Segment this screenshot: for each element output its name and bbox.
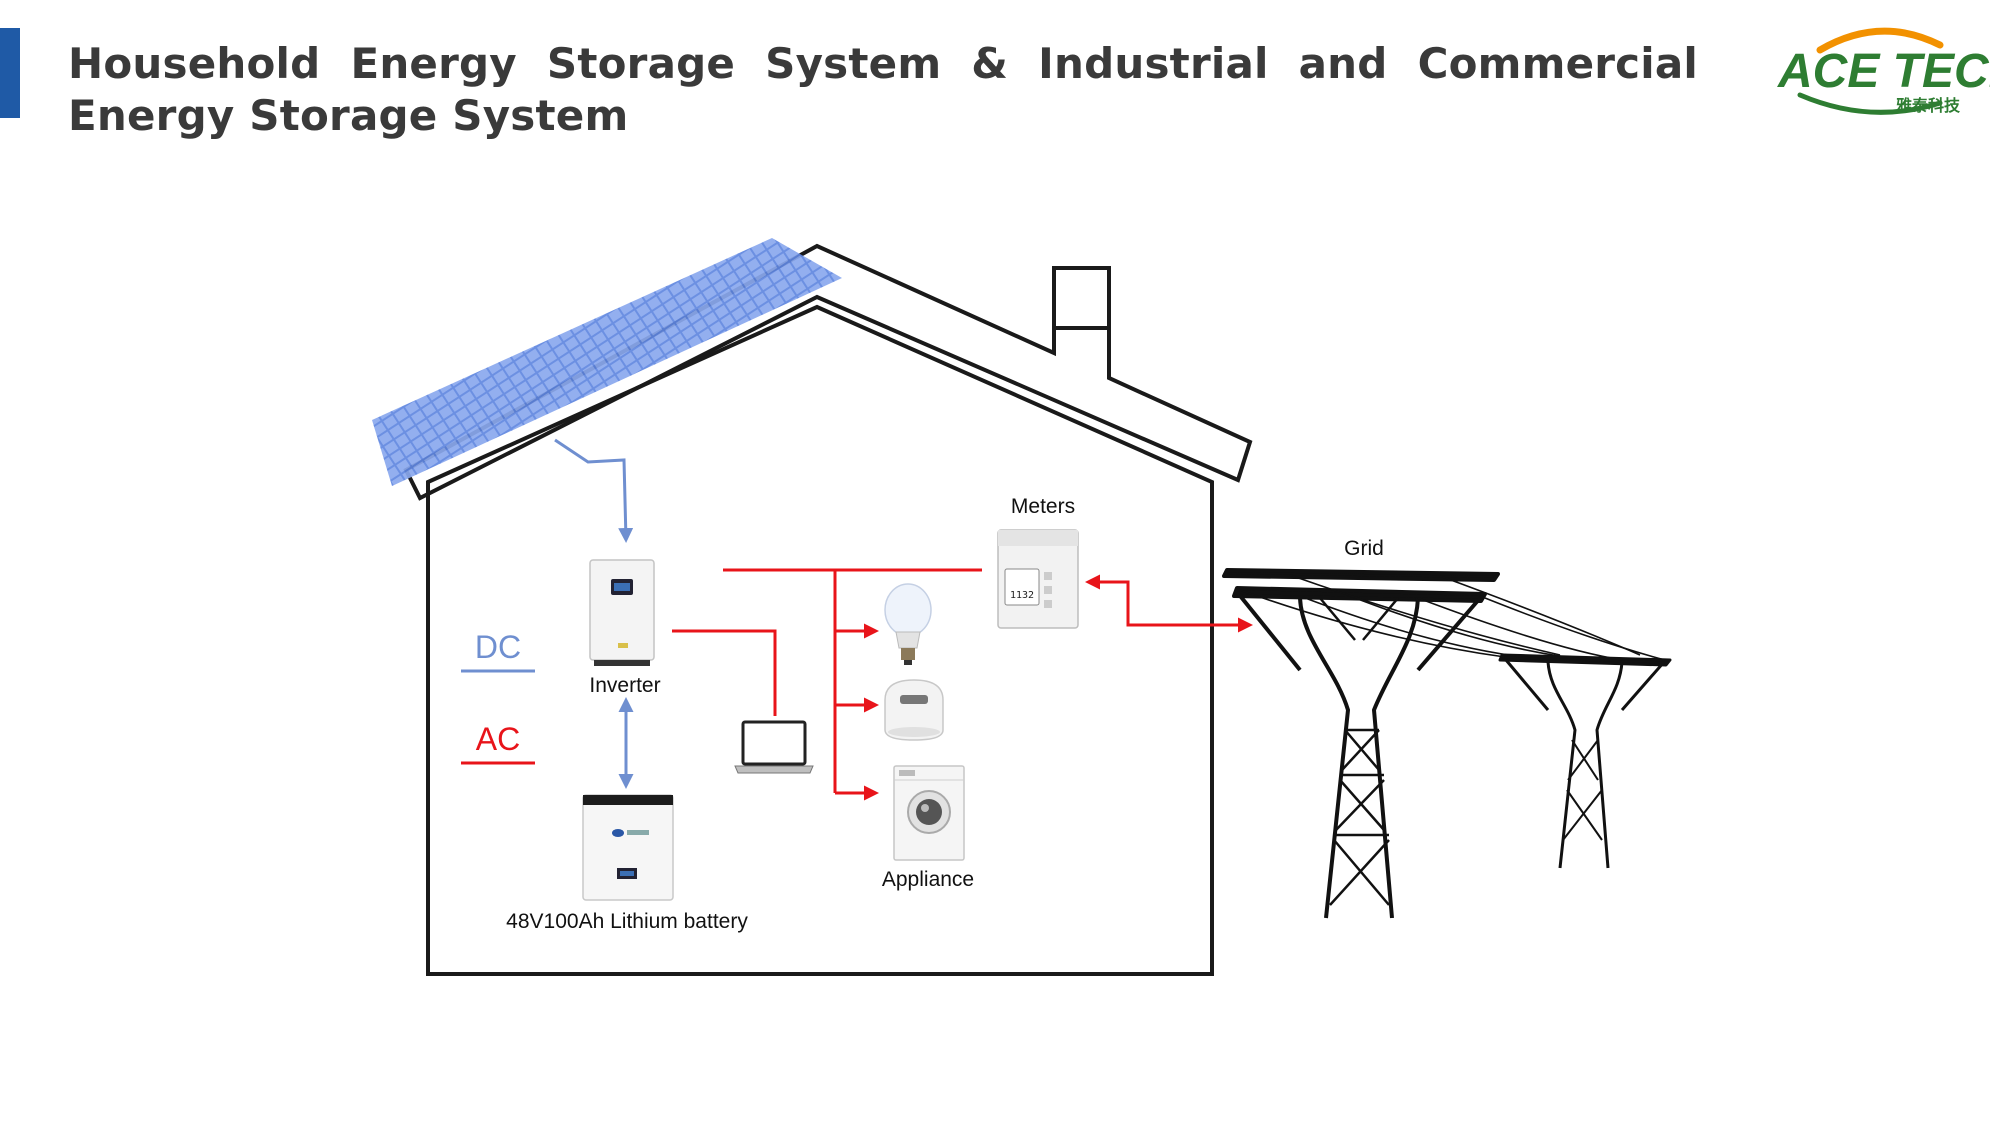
light-bulb (884, 583, 932, 665)
power-lines (1239, 574, 1666, 661)
battery (582, 794, 674, 901)
ac-line-meter-grid (1085, 574, 1253, 633)
transmission-tower-small (1498, 653, 1672, 869)
inverter-label: Inverter (589, 674, 660, 697)
accent-bar (0, 28, 20, 118)
washing-machine (893, 765, 965, 861)
battery-label: 48V100Ah Lithium battery (506, 910, 748, 933)
house-roof (403, 243, 1253, 501)
ace-tech-logo: ACE TECH 雅泰科技 (1777, 27, 1990, 115)
ac-wiring (672, 568, 1253, 801)
power-grid (1222, 568, 1672, 919)
page-title: Household Energy Storage System & Indust… (68, 39, 1698, 140)
meter: 1132 (997, 529, 1079, 629)
legend-dc-label: DC (475, 629, 521, 665)
rice-cooker (884, 679, 944, 741)
solar-panel (372, 238, 842, 486)
grid-label: Grid (1344, 537, 1384, 560)
laptop (734, 720, 814, 774)
inverter (589, 559, 655, 666)
svg-text:雅泰科技: 雅泰科技 (1895, 96, 1961, 115)
meter-display: 1132 (1010, 590, 1034, 601)
meters-label: Meters (1011, 495, 1075, 518)
transmission-tower-large (1222, 568, 1500, 919)
legend: DC AC (461, 629, 535, 765)
svg-text:ACE TECH: ACE TECH (1777, 45, 1990, 98)
dc-line-solar-inverter (554, 438, 634, 543)
legend-ac-label: AC (476, 721, 520, 757)
appliance-label: Appliance (882, 868, 974, 891)
house-walls (426, 304, 1214, 976)
ac-line-inverter-laptop (672, 629, 777, 716)
house (403, 243, 1253, 976)
